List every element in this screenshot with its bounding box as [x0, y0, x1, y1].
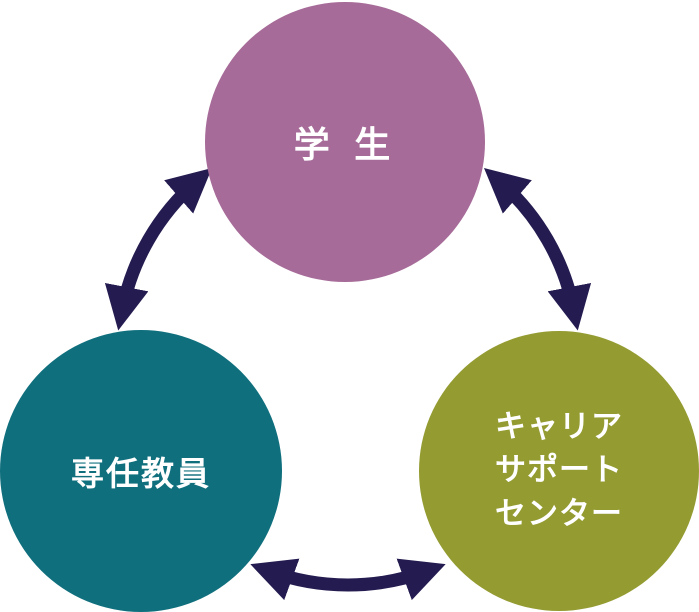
- circle-student: [205, 2, 485, 282]
- arrow-student-career-icon: [483, 167, 592, 331]
- circle-career-support-center: [419, 331, 699, 611]
- arrow-faculty-career-icon: [250, 558, 446, 601]
- circle-faculty: [0, 330, 282, 612]
- arrow-student-faculty-icon: [104, 167, 213, 331]
